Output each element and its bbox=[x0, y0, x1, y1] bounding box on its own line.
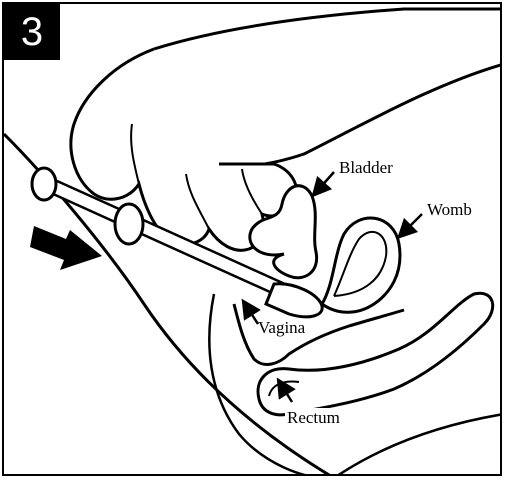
illustration-frame: 3 bbox=[2, 2, 502, 476]
label-womb: Womb bbox=[425, 200, 474, 220]
buttock-curve bbox=[334, 414, 502, 476]
bladder-arrow bbox=[318, 172, 334, 190]
label-bladder: Bladder bbox=[337, 158, 395, 178]
step-number-badge: 3 bbox=[4, 4, 60, 60]
anatomy-illustration bbox=[4, 4, 502, 476]
womb-organ bbox=[322, 218, 400, 312]
label-rectum: Rectum bbox=[285, 408, 342, 428]
womb-arrow bbox=[404, 214, 422, 232]
label-vagina: Vagina bbox=[256, 318, 307, 338]
